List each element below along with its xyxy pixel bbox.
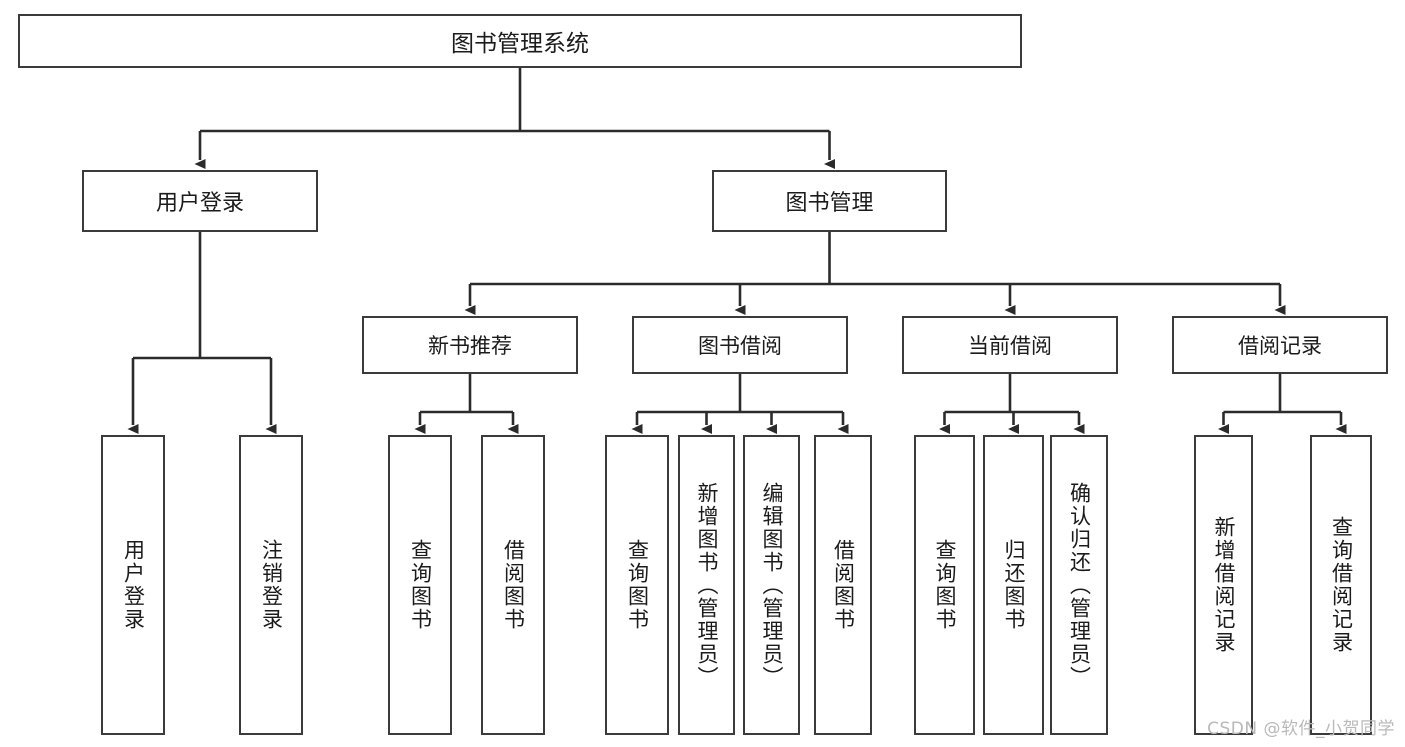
watermark-label: CSDN @软件_小贺同学 xyxy=(1207,719,1395,739)
node-r2[interactable]: 查询借阅记录 xyxy=(1310,435,1372,735)
node-l1[interactable]: 用户登录 xyxy=(101,435,165,735)
node-label-b3: 编辑图书（管理员） xyxy=(760,481,784,689)
node-b4[interactable]: 借阅图书 xyxy=(814,435,872,735)
node-label-newbook: 新书推荐 xyxy=(428,334,512,358)
node-label-c2: 归还图书 xyxy=(1002,539,1026,631)
node-label-borrow: 图书借阅 xyxy=(698,334,782,358)
node-root[interactable]: 图书管理系统 xyxy=(18,14,1022,68)
node-label-l1: 用户登录 xyxy=(121,539,146,631)
node-label-r1: 新增借阅记录 xyxy=(1212,516,1236,654)
node-login[interactable]: 用户登录 xyxy=(82,170,318,232)
node-label-c1: 查询图书 xyxy=(933,539,957,631)
node-r1[interactable]: 新增借阅记录 xyxy=(1194,435,1253,735)
node-current[interactable]: 当前借阅 xyxy=(902,316,1118,374)
node-c3[interactable]: 确认归还（管理员） xyxy=(1050,435,1108,735)
node-bookmgmt[interactable]: 图书管理 xyxy=(712,170,947,232)
node-label-root: 图书管理系统 xyxy=(451,31,589,57)
node-l2[interactable]: 注销登录 xyxy=(239,435,303,735)
node-b2[interactable]: 新增图书（管理员） xyxy=(678,435,735,735)
node-n2[interactable]: 借阅图书 xyxy=(481,435,545,735)
node-n1[interactable]: 查询图书 xyxy=(388,435,452,735)
node-label-bookmgmt: 图书管理 xyxy=(785,191,874,216)
node-label-c3: 确认归还（管理员） xyxy=(1067,481,1092,689)
node-label-b2: 新增图书（管理员） xyxy=(695,481,719,689)
node-label-n1: 查询图书 xyxy=(408,539,433,631)
node-records[interactable]: 借阅记录 xyxy=(1172,316,1388,374)
node-label-records: 借阅记录 xyxy=(1238,334,1322,358)
node-label-login: 用户登录 xyxy=(155,191,244,216)
node-newbook[interactable]: 新书推荐 xyxy=(362,316,578,374)
node-label-b4: 借阅图书 xyxy=(831,539,856,631)
node-label-b1: 查询图书 xyxy=(625,539,650,631)
node-label-n2: 借阅图书 xyxy=(501,539,526,631)
node-label-l2: 注销登录 xyxy=(259,539,284,631)
node-b3[interactable]: 编辑图书（管理员） xyxy=(743,435,800,735)
node-b1[interactable]: 查询图书 xyxy=(605,435,669,735)
node-c1[interactable]: 查询图书 xyxy=(914,435,975,735)
node-label-r2: 查询借阅记录 xyxy=(1329,516,1354,654)
node-c2[interactable]: 归还图书 xyxy=(983,435,1044,735)
node-borrow[interactable]: 图书借阅 xyxy=(632,316,848,374)
node-label-current: 当前借阅 xyxy=(968,334,1052,358)
